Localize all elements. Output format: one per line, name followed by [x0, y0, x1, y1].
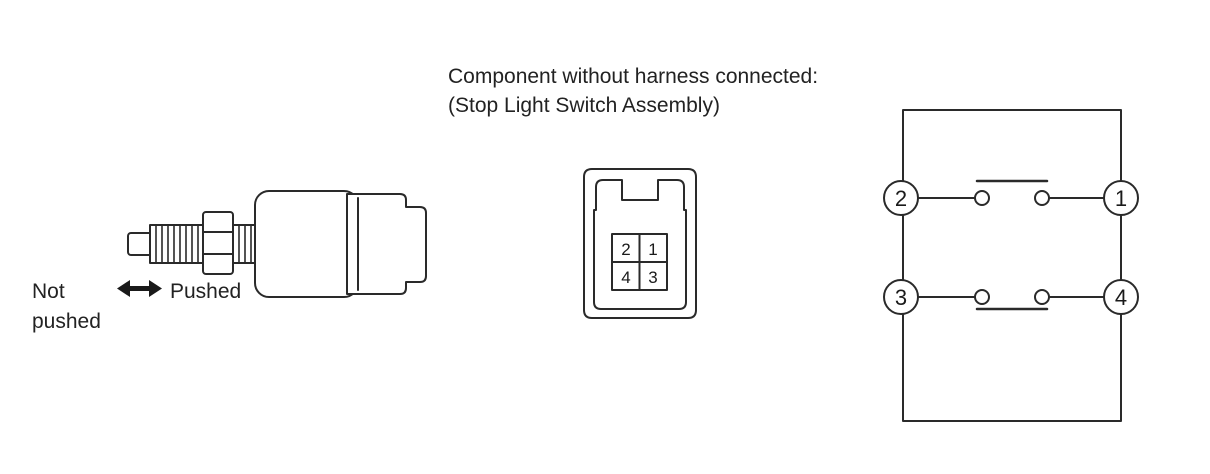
upper-right-contact — [1034, 190, 1050, 206]
double-headed-arrow-icon — [117, 280, 162, 297]
terminal-label: 2 — [895, 186, 907, 211]
pin-label: 1 — [648, 240, 657, 259]
switch-schematic — [883, 109, 1139, 422]
terminal-4 — [1103, 279, 1139, 315]
stop-light-switch-illustration — [127, 190, 427, 298]
upper-left-contact — [974, 190, 990, 206]
connector-front-view — [583, 168, 697, 319]
terminal-2 — [883, 180, 919, 216]
terminal-3 — [883, 279, 919, 315]
pin-label: 2 — [621, 240, 630, 259]
pin-label: 4 — [621, 268, 630, 287]
plunger-tip — [127, 232, 153, 256]
thread-lines — [155, 224, 199, 264]
switch-body — [254, 190, 359, 298]
pushed-label: Pushed — [170, 280, 242, 303]
caption-subtitle: (Stop Light Switch Assembly) — [448, 94, 720, 117]
lower-left-contact — [974, 289, 990, 305]
hex-nut — [202, 211, 234, 275]
terminal-label: 1 — [1115, 186, 1127, 211]
switch-connector-housing — [346, 193, 427, 295]
caption-title: Component without harness connected: — [448, 65, 819, 88]
lower-right-contact — [1034, 289, 1050, 305]
schematic-frame — [902, 109, 1122, 422]
not-pushed-label: Not pushed — [32, 280, 101, 333]
terminal-1 — [1103, 180, 1139, 216]
terminal-label: 4 — [1115, 285, 1127, 310]
terminal-label: 3 — [895, 285, 907, 310]
pin-label: 3 — [648, 268, 657, 287]
